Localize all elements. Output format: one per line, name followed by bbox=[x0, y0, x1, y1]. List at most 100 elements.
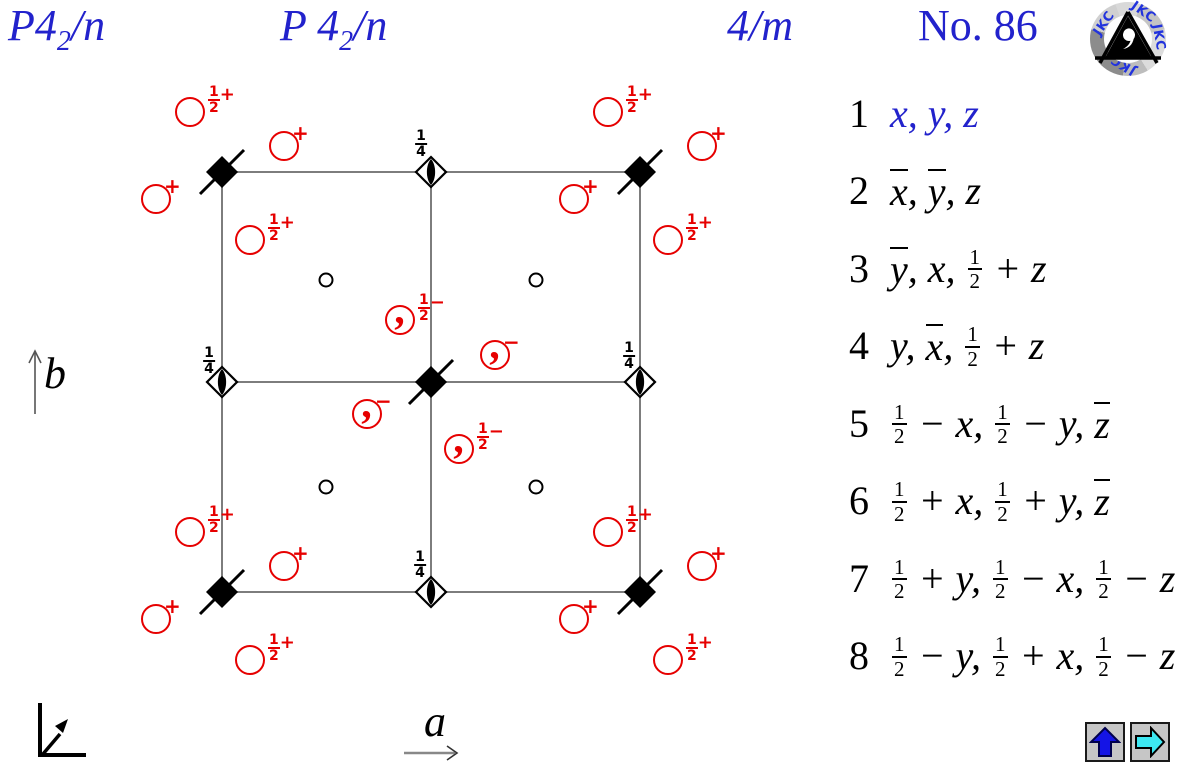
text-token: + y, bbox=[1011, 478, 1095, 523]
inversion-center-symbol bbox=[528, 272, 544, 288]
atom-height-label: + bbox=[164, 175, 181, 196]
text-token: , z bbox=[945, 168, 982, 213]
text-token: 4/m bbox=[727, 1, 793, 50]
twofold-lens bbox=[635, 369, 645, 395]
c-axis-arrow bbox=[41, 732, 62, 756]
b-axis-label: b bbox=[44, 349, 66, 398]
text-token: + y, bbox=[908, 555, 992, 601]
height-sign: + bbox=[164, 174, 181, 198]
inversion-center-symbol bbox=[318, 272, 334, 288]
text-token: + z bbox=[984, 245, 1047, 291]
height-sign: + bbox=[697, 632, 713, 653]
atom bbox=[269, 551, 299, 581]
atom-height-label: + bbox=[582, 175, 599, 196]
text-token: x, y, z bbox=[890, 90, 979, 136]
height-sign: − bbox=[488, 421, 504, 442]
atom-enantiomer: , bbox=[385, 287, 415, 335]
position-number: 6 bbox=[849, 478, 869, 523]
text-token: − x, bbox=[908, 400, 994, 446]
atom bbox=[653, 225, 683, 255]
text-token: No. 86 bbox=[918, 1, 1038, 50]
height-sign: + bbox=[710, 541, 727, 565]
text-token: 2 bbox=[56, 26, 71, 57]
inversion-center-symbol bbox=[528, 479, 544, 495]
up-button[interactable] bbox=[1085, 722, 1125, 762]
atom-height-label: + bbox=[710, 122, 727, 143]
height-sign: − bbox=[375, 389, 392, 413]
position-number: 1 bbox=[849, 90, 869, 136]
position-row-2: 2 x, y, z bbox=[846, 168, 981, 214]
text-token: , x, bbox=[907, 245, 966, 291]
comma-glyph: , bbox=[361, 380, 372, 427]
atom-enantiomer: , bbox=[352, 380, 382, 429]
c-axis-arrowhead bbox=[55, 719, 68, 733]
jkc-logo[interactable]: JKC JKC JKC JKC bbox=[1090, 0, 1168, 78]
text-token: z bbox=[1094, 401, 1110, 447]
height-sign: + bbox=[279, 632, 295, 653]
height-sign: + bbox=[279, 212, 295, 233]
atom bbox=[235, 225, 265, 255]
position-number: 2 bbox=[849, 168, 869, 213]
atom bbox=[687, 551, 717, 581]
text-token: − x, bbox=[1009, 555, 1095, 601]
position-number: 8 bbox=[849, 633, 869, 678]
fourfold-screw-axis-symbol bbox=[206, 156, 238, 188]
text-token: /n bbox=[353, 1, 388, 50]
atom-height-label: + bbox=[582, 595, 599, 616]
jkc-logo-triangle bbox=[1095, 11, 1161, 64]
next-button[interactable] bbox=[1130, 722, 1170, 762]
position-coordinates: x, y, z bbox=[890, 167, 981, 214]
height-sign: − bbox=[429, 292, 445, 313]
height-sign: + bbox=[582, 174, 599, 198]
atom bbox=[593, 517, 623, 547]
point-group-label: 4/m bbox=[727, 1, 793, 50]
text-token: + x, bbox=[908, 478, 994, 523]
atom bbox=[269, 131, 299, 161]
atom-height-label: − bbox=[375, 390, 392, 411]
text-token: , bbox=[907, 168, 928, 213]
height-sign: + bbox=[292, 121, 309, 145]
atom bbox=[593, 97, 623, 127]
atom-height-label: − bbox=[503, 331, 520, 352]
text-token: z bbox=[1094, 479, 1110, 524]
twofold-lens bbox=[426, 159, 436, 185]
text-token: P4 bbox=[8, 1, 57, 50]
text-token: y bbox=[890, 246, 908, 292]
text-token: + z bbox=[981, 323, 1045, 368]
atom-height-label: + bbox=[292, 122, 309, 143]
page-title-full: P 42/n bbox=[280, 1, 388, 58]
text-token: − z bbox=[1112, 555, 1176, 601]
a-axis-arrowhead bbox=[446, 745, 459, 761]
text-token: x bbox=[925, 324, 944, 369]
a-axis-label: a bbox=[424, 697, 446, 746]
height-sign: + bbox=[710, 121, 727, 145]
text-token: , bbox=[943, 323, 964, 368]
